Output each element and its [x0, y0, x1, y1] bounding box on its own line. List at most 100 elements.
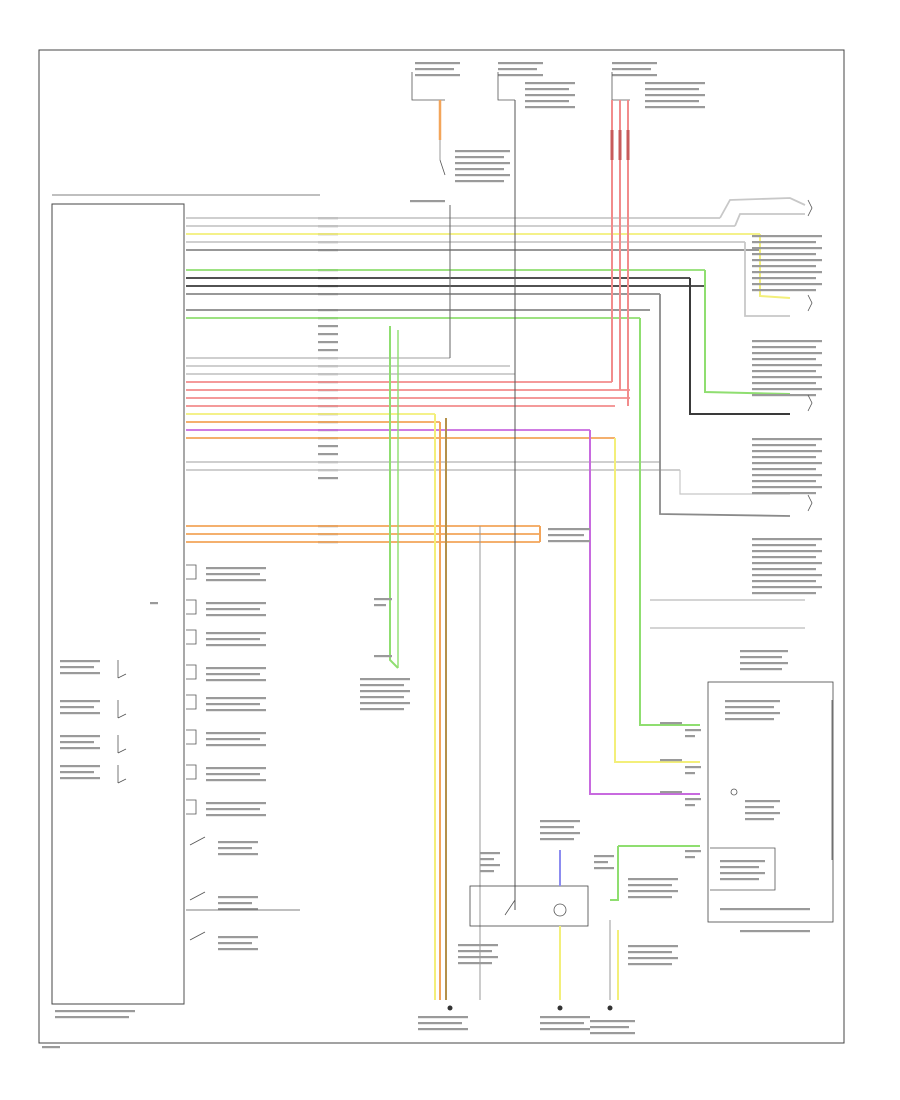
left-switch-caption: [60, 765, 100, 768]
pump-connector-caption: [548, 534, 584, 537]
pressure-switch-caption: [540, 832, 580, 835]
sensor-caption: [752, 235, 822, 238]
valve-caption: [206, 573, 260, 576]
cluster-header-caption: [740, 668, 782, 671]
pad-sensor-caption: [628, 951, 672, 954]
cluster-pin-caption: [685, 729, 701, 732]
pressure-switch-caption: [458, 944, 498, 947]
valve-caption: [206, 779, 266, 782]
pressure-switch-blade: [504, 899, 516, 916]
diag-connector-caption: [360, 690, 410, 693]
cluster-title-caption: [740, 930, 810, 933]
pad-sensor-caption: [628, 896, 672, 899]
connector-pin-label: [318, 477, 338, 480]
diag-connector-caption: [360, 696, 404, 699]
fuse-caption: [525, 106, 575, 109]
fuse-caption: [525, 82, 575, 85]
pad-sensor-caption: [628, 957, 678, 960]
sensor-symbol: [807, 294, 813, 312]
connector-pin-label: [318, 341, 338, 344]
cluster-wire: [614, 438, 700, 763]
sensor-caption: [752, 370, 816, 373]
cluster-sub-caption: [720, 866, 759, 869]
sensor-caption: [752, 480, 816, 483]
left-switch-caption: [60, 777, 100, 780]
pressure-switch-caption: [480, 858, 494, 861]
switch-blade: [189, 931, 206, 941]
cluster-lamp-caption: [745, 806, 774, 809]
valve-caption: [206, 602, 266, 605]
left-switch-caption: [60, 712, 100, 715]
cluster-pin-caption: [685, 804, 695, 807]
pump-caption: [418, 1028, 468, 1031]
module-caption: [55, 1010, 135, 1013]
connector-pin-label: [318, 453, 338, 456]
fuse-caption: [612, 74, 657, 77]
sensor-symbol: [807, 199, 813, 217]
cluster-pin-caption: [685, 772, 695, 775]
sensor-wire: [719, 197, 806, 219]
cluster-wire-caption: [660, 759, 682, 762]
connector-pin-label: [318, 349, 338, 352]
left-switch-caption: [60, 672, 100, 675]
switch-caption: [218, 936, 258, 939]
valve-caption: [206, 567, 266, 570]
fuse-caption: [612, 62, 657, 65]
diagram-frame: [38, 49, 845, 1044]
sensor-caption: [752, 580, 816, 583]
instrument-cluster-box: [707, 681, 834, 923]
fuse-caption: [525, 88, 569, 91]
cluster-wire-caption: [660, 791, 682, 794]
sensor-caption: [752, 474, 822, 477]
cluster-module-caption: [725, 700, 780, 703]
valve-caption: [206, 814, 266, 817]
cluster-pin-caption: [685, 735, 695, 738]
sensor-caption: [752, 394, 816, 397]
pad-sensor-caption: [594, 855, 614, 858]
sensor-wire: [659, 294, 791, 517]
cluster-module-caption: [725, 712, 780, 715]
fuse-caption: [498, 62, 543, 65]
valve-caption: [206, 709, 266, 712]
valve-caption: [206, 808, 260, 811]
lamp-caption: [540, 1016, 590, 1019]
pressure-switch-caption: [458, 962, 492, 965]
cluster-wire: [639, 318, 700, 726]
pressure-switch-caption: [458, 950, 492, 953]
cluster-module-caption: [725, 706, 774, 709]
sensor-caption: [752, 352, 822, 355]
sensor-caption: [752, 247, 822, 250]
pad-sensor-caption: [590, 1026, 629, 1029]
switch-caption: [218, 908, 258, 911]
pressure-switch-caption: [480, 864, 500, 867]
pad-sensor-wire: [610, 846, 619, 901]
sensor-caption: [752, 456, 816, 459]
sensor-caption: [752, 277, 816, 280]
pad-sensor-caption: [628, 945, 678, 948]
sensor-caption: [752, 592, 816, 595]
valve-caption: [206, 673, 260, 676]
valve-coil-symbol: [186, 799, 197, 815]
cluster-sub-caption: [720, 878, 759, 881]
module-caption: [55, 1016, 129, 1019]
sensor-caption: [752, 568, 816, 571]
cluster-pin-caption: [685, 856, 695, 859]
valve-coil-symbol: [186, 629, 197, 645]
pressure-switch-caption: [540, 820, 580, 823]
cluster-pin-caption: [685, 798, 701, 801]
left-switch-caption: [60, 660, 100, 663]
cluster-sub-caption: [720, 872, 765, 875]
sensor-caption: [752, 283, 822, 286]
valve-caption: [206, 608, 260, 611]
fuse-caption: [415, 68, 454, 71]
pad-sensor-caption: [628, 884, 672, 887]
sensor-wire: [689, 278, 790, 415]
sensor-caption: [752, 486, 822, 489]
control-module-box: [51, 203, 185, 1005]
pad-sensor-caption: [594, 861, 608, 864]
switch-caption: [218, 841, 258, 844]
diag-connector-caption: [360, 684, 404, 687]
cluster-pin-caption: [685, 850, 701, 853]
diag-wire-caption: [374, 604, 386, 607]
sensor-symbol: [807, 494, 813, 512]
